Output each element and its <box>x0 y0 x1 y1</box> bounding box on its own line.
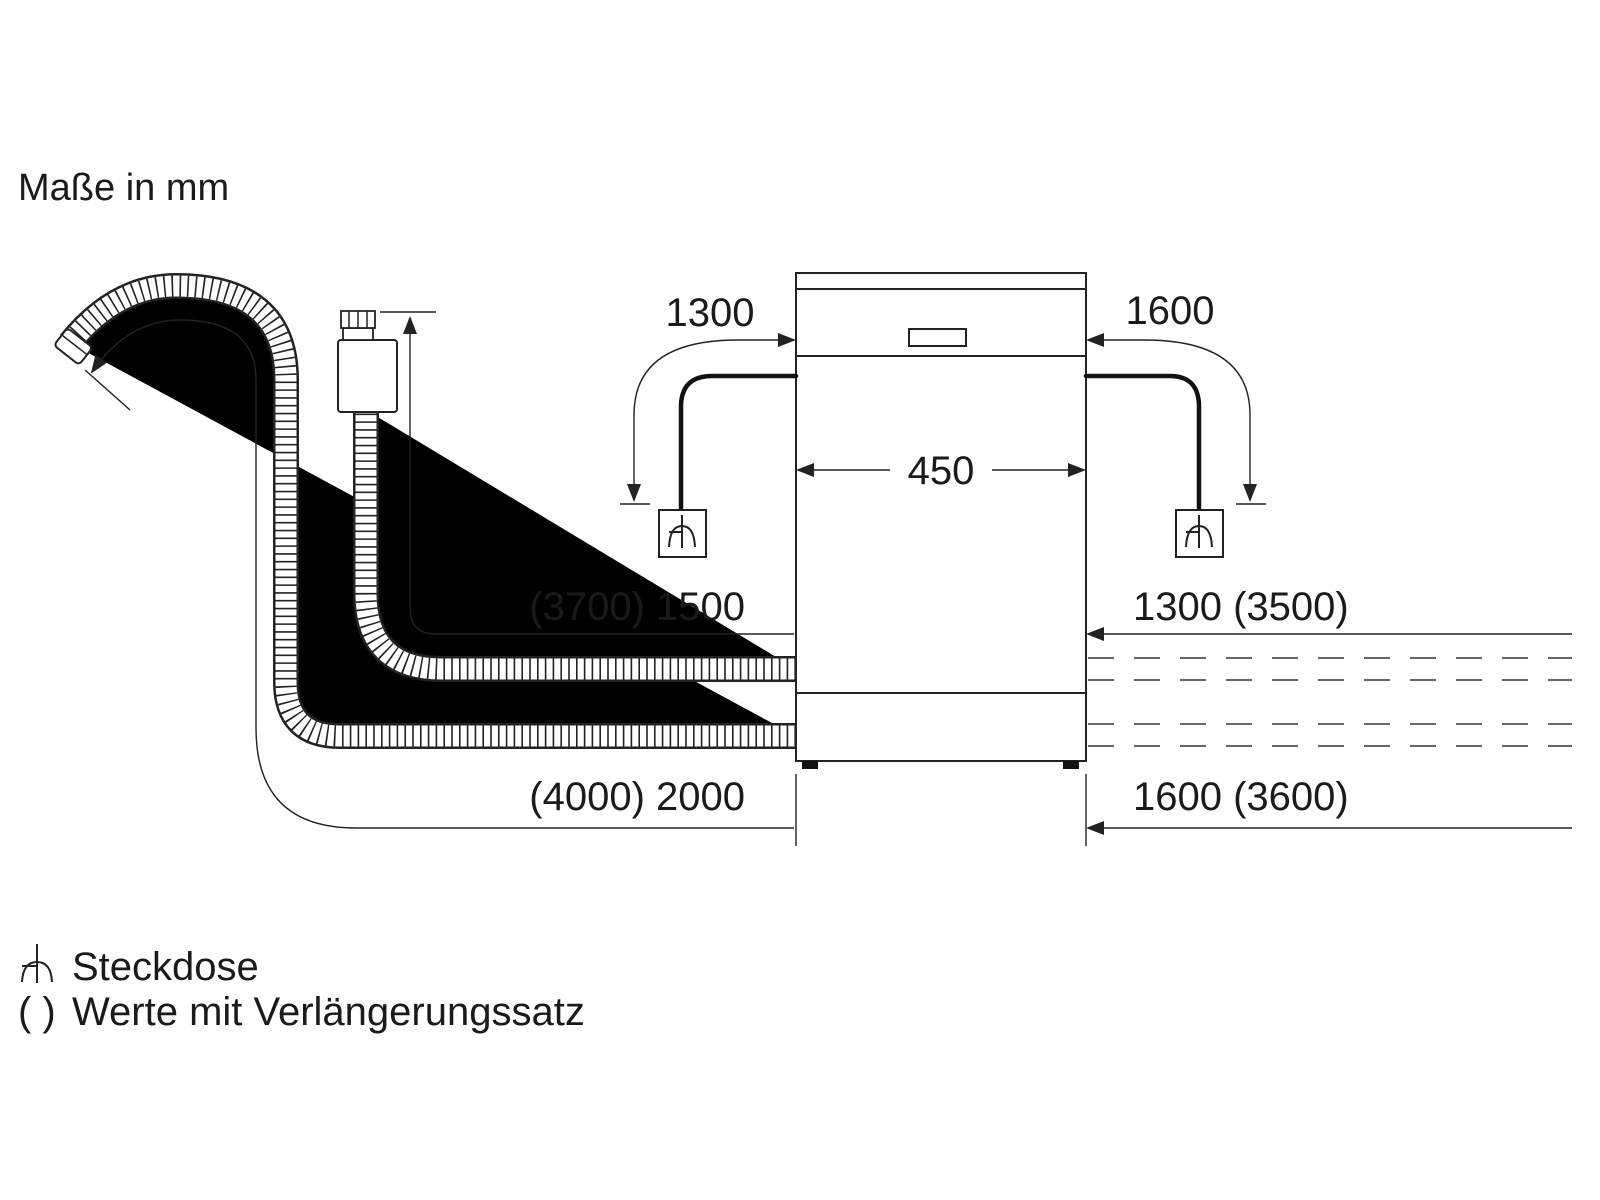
hose-routing-right-dashed <box>1088 657 1572 747</box>
dishwasher-front <box>795 272 1087 769</box>
socket-icon <box>21 944 53 983</box>
control-panel-display <box>908 328 967 347</box>
power-cable-left <box>678 373 799 511</box>
inlet-left-label: (3700) 1500 <box>529 585 745 629</box>
legend-paren-label: Werte mit Verlängerungssatz <box>72 990 585 1034</box>
power-cable-right <box>1083 373 1202 511</box>
hose-icon <box>54 328 92 365</box>
socket-icon <box>1175 509 1224 558</box>
cable-left-dimension: 1300 <box>620 291 796 505</box>
foot-right <box>1063 761 1079 769</box>
drain-right-dimension: 1600 (3600) <box>1086 775 1572 835</box>
drain-right-label: 1600 (3600) <box>1133 775 1349 819</box>
cable-right-label: 1600 <box>1126 289 1215 333</box>
legend: Steckdose ( ) Werte mit Verlängerungssat… <box>18 944 585 1034</box>
legend-socket-label: Steckdose <box>72 945 259 989</box>
drain-left-label: (4000) 2000 <box>529 775 745 819</box>
inlet-hose <box>366 410 796 669</box>
legend-paren-symbol: ( ) <box>18 990 56 1034</box>
foot-left <box>802 761 818 769</box>
inlet-right-label: 1300 (3500) <box>1133 585 1349 629</box>
socket-icon <box>658 509 707 558</box>
width-dimension: 450 <box>796 449 1086 493</box>
diagram-title: Maße in mm <box>18 167 229 209</box>
cable-right-dimension: 1600 <box>1086 289 1266 505</box>
cable-left-label: 1300 <box>666 291 755 335</box>
drain-reach-arrow <box>84 319 794 829</box>
inlet-reach-arrow <box>380 311 794 635</box>
water-valve-icon <box>337 310 398 413</box>
inlet-right-dimension: 1300 (3500) <box>1086 585 1572 641</box>
width-label: 450 <box>908 449 975 493</box>
drain-hose <box>54 286 796 736</box>
